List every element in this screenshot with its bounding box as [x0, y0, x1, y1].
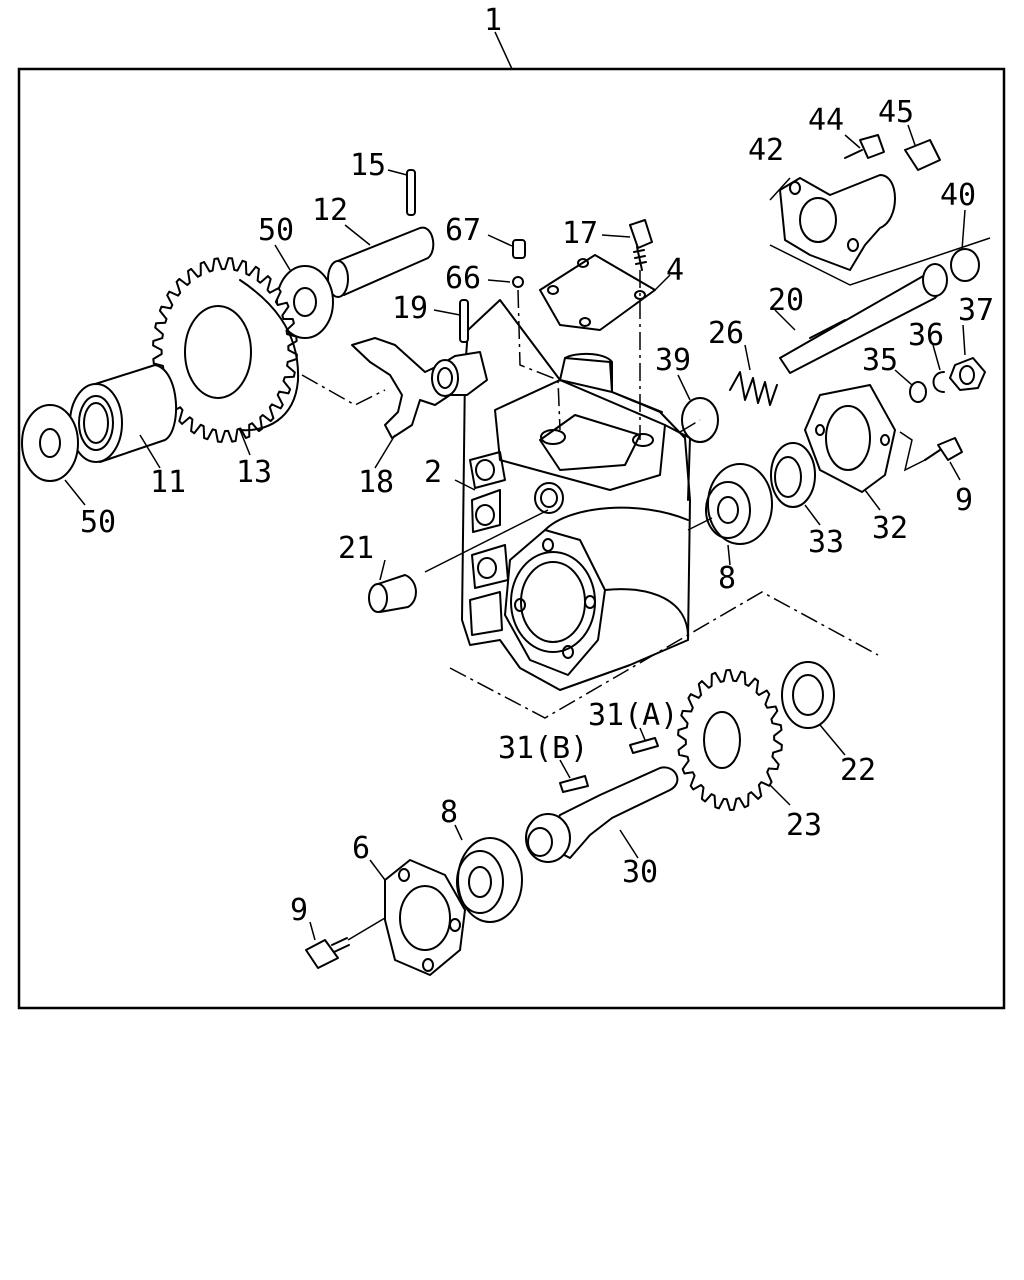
flange-6 [384, 859, 466, 976]
label-35: 35 [862, 343, 898, 378]
ring-40 [950, 248, 980, 282]
bearing-cover-32 [804, 384, 896, 493]
label-9-lower: 9 [290, 893, 308, 928]
label-11: 11 [150, 465, 186, 500]
bearing-8-lower [456, 837, 523, 923]
bolt-9-upper [924, 437, 963, 461]
washer-50-lower [21, 404, 79, 482]
bolt-9-lower [305, 937, 350, 969]
bearing-8-upper [705, 463, 773, 545]
label-19: 19 [392, 291, 428, 326]
label-13: 13 [236, 455, 272, 490]
label-6: 6 [352, 831, 370, 866]
leader-lines [64, 124, 966, 941]
label-36: 36 [908, 318, 944, 353]
label-18: 18 [358, 465, 394, 500]
pin-19 [459, 299, 469, 343]
label-33: 33 [808, 525, 844, 560]
label-67: 67 [445, 213, 481, 248]
shift-fork [351, 337, 488, 439]
needle-bearing [69, 364, 178, 463]
label-22: 22 [840, 753, 876, 788]
part-labels: 15 12 50 67 66 17 4 19 42 44 45 40 20 37… [80, 95, 994, 928]
label-31b: 31(B) [498, 731, 588, 766]
label-45: 45 [878, 95, 914, 130]
label-8-upper: 8 [718, 561, 736, 596]
label-31a: 31(A) [588, 698, 678, 733]
label-15: 15 [350, 148, 386, 183]
output-shaft-30 [525, 766, 679, 863]
bracket-42 [779, 174, 896, 271]
nut-37 [949, 357, 986, 391]
label-1: 1 [484, 3, 502, 38]
plug-45 [904, 139, 941, 171]
spring-26 [729, 371, 778, 406]
label-26: 26 [708, 316, 744, 351]
label-4: 4 [666, 253, 684, 288]
key-31a [629, 737, 659, 754]
washer-35 [909, 381, 927, 403]
label-44: 44 [808, 103, 844, 138]
label-39: 39 [655, 343, 691, 378]
dowel-pin-67 [512, 239, 526, 259]
label-9-upper: 9 [955, 483, 973, 518]
label-50-upper: 50 [258, 213, 294, 248]
shaft-12 [327, 226, 435, 298]
bolt-17 [629, 219, 653, 271]
label-21: 21 [338, 531, 374, 566]
label-23: 23 [786, 808, 822, 843]
label-50-lower: 50 [80, 505, 116, 540]
shift-rod-20 [779, 263, 948, 374]
label-40: 40 [940, 178, 976, 213]
gear-23 [677, 669, 783, 811]
label-20: 20 [768, 283, 804, 318]
pin-15 [406, 169, 416, 216]
bolt-44 [844, 134, 885, 159]
label-37: 37 [958, 293, 994, 328]
label-42: 42 [748, 133, 784, 168]
label-8-lower: 8 [440, 795, 458, 830]
label-12: 12 [312, 193, 348, 228]
spacer-21 [368, 574, 417, 613]
key-31b [559, 775, 589, 793]
label-2: 2 [424, 455, 442, 490]
cover-plate [539, 254, 656, 331]
seal-22 [781, 661, 835, 729]
label-32: 32 [872, 511, 908, 546]
gear-housing [461, 299, 691, 691]
washer-36 [932, 371, 945, 393]
label-66: 66 [445, 261, 481, 296]
label-17: 17 [562, 216, 598, 251]
label-30: 30 [622, 855, 658, 890]
ball-66 [512, 276, 524, 288]
gear-13 [152, 257, 300, 443]
oil-seal-33 [770, 442, 816, 508]
